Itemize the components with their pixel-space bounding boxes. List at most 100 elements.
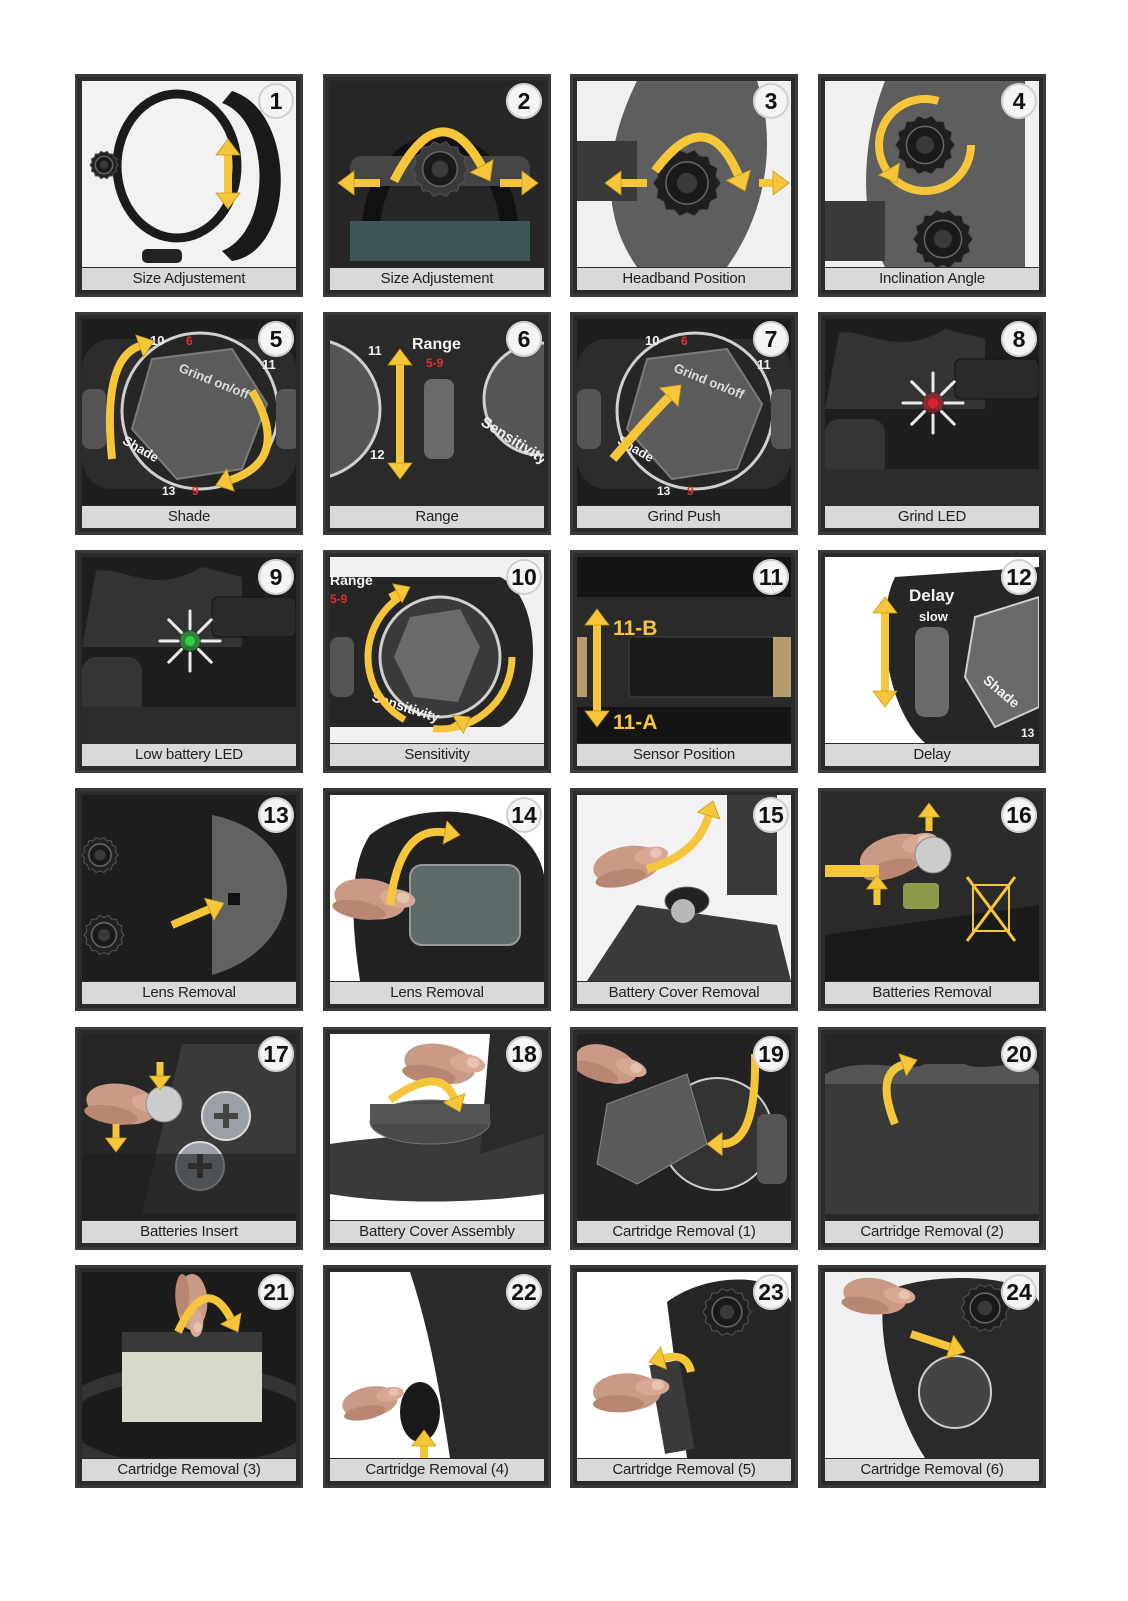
step-caption: Shade [82,506,296,528]
photo-label: slow [919,609,949,624]
step-caption: Batteries Insert [82,1221,296,1243]
step-caption: Cartridge Removal (5) [577,1459,791,1481]
photo-label: 10 [645,333,659,348]
step-number-badge: 24 [1001,1274,1037,1310]
step-caption: Cartridge Removal (1) [577,1221,791,1243]
step-photo [82,557,296,743]
step-number-badge: 13 [258,797,294,833]
photo-label: Range [412,336,461,353]
step-caption: Range [330,506,544,528]
step-illustration [82,1034,296,1220]
step-photo [330,1272,544,1458]
step-caption: Size Adjustement [330,268,544,290]
step-number-badge: 11 [753,559,789,595]
step-illustration [577,81,791,267]
step-illustration [577,795,791,981]
photo-label: 11-A [613,711,657,734]
step-number-badge: 23 [753,1274,789,1310]
photo-label: 6 [186,334,193,348]
step-caption: Low battery LED [82,744,296,766]
step-photo [825,81,1039,267]
step-photo [82,1034,296,1220]
step-photo [82,81,296,267]
step-illustration: 11-B11-A [577,557,791,743]
photo-label: 11 [757,357,771,372]
step-illustration [330,81,544,267]
step-caption: Batteries Removal [825,982,1039,1004]
step-caption: Battery Cover Assembly [330,1221,544,1243]
step-number-badge: 2 [506,83,542,119]
step-photo [577,1272,791,1458]
photo-label: 9 [687,484,694,498]
photo-label: 10 [150,333,164,348]
step-illustration [82,557,296,743]
step-photo [330,1034,544,1220]
step-photo [330,795,544,981]
photo-label: 9 [192,484,199,498]
step-caption: Sensitivity [330,744,544,766]
photo-label: Range [330,572,373,588]
step-number-badge: 22 [506,1274,542,1310]
step-number-badge: 20 [1001,1036,1037,1072]
step-caption: Lens Removal [82,982,296,1004]
step-number-badge: 8 [1001,321,1037,357]
step-number-badge: 16 [1001,797,1037,833]
step-illustration [825,1272,1039,1458]
step-illustration [330,795,544,981]
step-photo [330,81,544,267]
step-number-badge: 14 [506,797,542,833]
step-photo [825,1272,1039,1458]
step-number-badge: 15 [753,797,789,833]
step-illustration [577,1034,791,1220]
photo-label: 11 [262,357,276,372]
step-number-badge: 1 [258,83,294,119]
step-number-badge: 3 [753,83,789,119]
step-number-badge: 7 [753,321,789,357]
step-caption: Cartridge Removal (4) [330,1459,544,1481]
step-illustration [825,1034,1039,1220]
step-illustration [825,319,1039,505]
step-caption: Grind Push [577,506,791,528]
step-number-badge: 6 [506,321,542,357]
step-caption: Headband Position [577,268,791,290]
step-illustration [825,81,1039,267]
photo-label: 13 [657,484,671,498]
step-number-badge: 5 [258,321,294,357]
photo-label: 5-9 [330,592,348,606]
step-caption: Lens Removal [330,982,544,1004]
step-caption: Cartridge Removal (6) [825,1459,1039,1481]
step-photo [825,319,1039,505]
step-illustration [825,795,1039,981]
photo-label: 12 [370,447,384,462]
step-illustration [82,1272,296,1458]
photo-label: Delay [909,586,955,605]
